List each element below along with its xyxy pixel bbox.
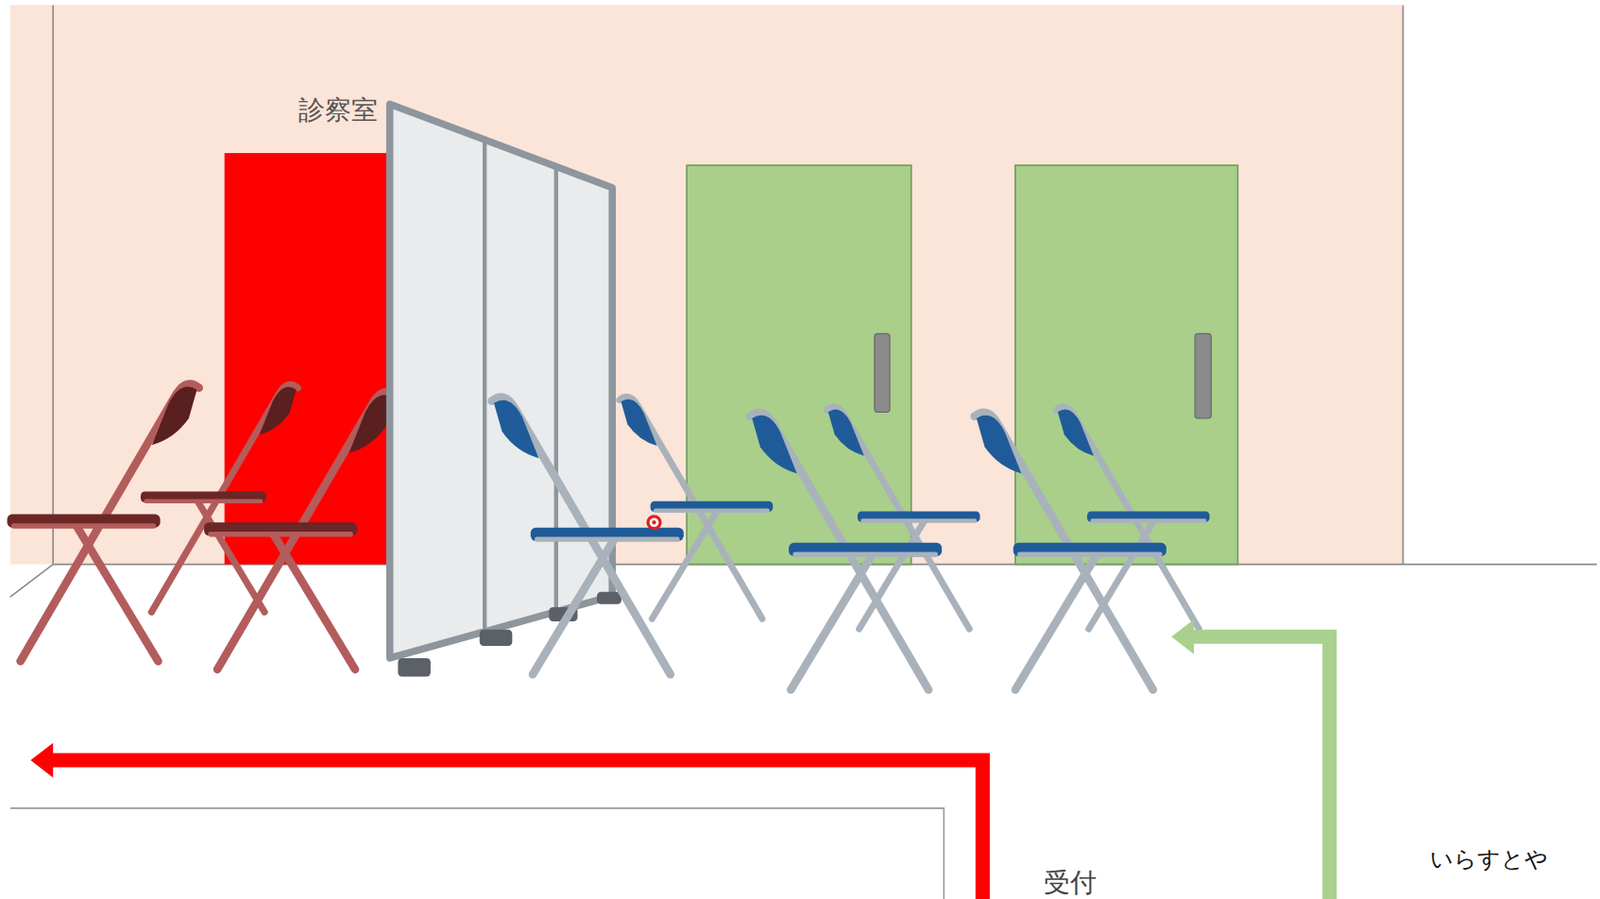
flow-arrow: [1171, 619, 1329, 899]
wall: [10, 4, 1404, 564]
chair: [492, 397, 684, 676]
room-label: 診察室: [298, 94, 378, 127]
chair: [204, 391, 396, 670]
chair: [1055, 407, 1209, 630]
reception-label: 受付: [1043, 867, 1097, 899]
chair: [974, 412, 1167, 691]
chair: [749, 412, 942, 691]
reception-counter: [10, 808, 945, 899]
flow-arrow: [30, 743, 983, 899]
watermark: いらすとや: [1429, 846, 1549, 874]
chair: [619, 396, 773, 619]
chair: [7, 383, 200, 662]
